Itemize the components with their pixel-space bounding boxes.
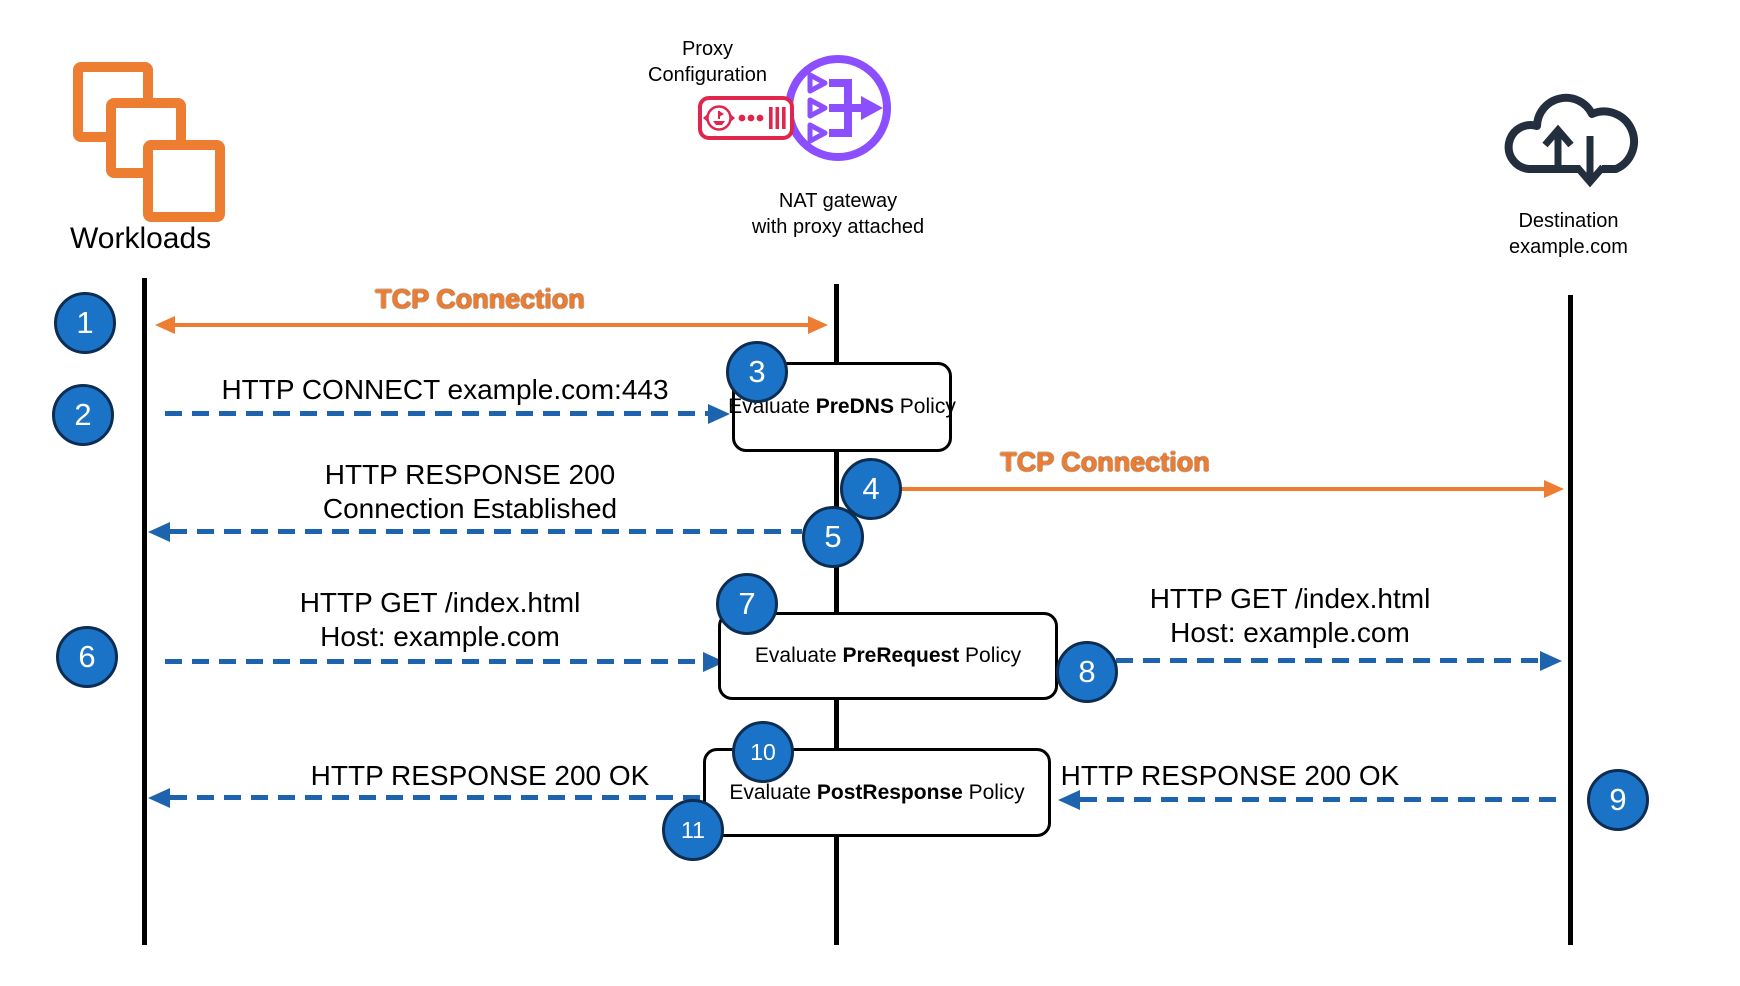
tcp-connection-left-arrow: [172, 323, 810, 327]
workloads-square-front: [143, 140, 225, 222]
http-response-established-line2: Connection Established: [322, 493, 618, 524]
step-6-badge: 6: [56, 626, 118, 688]
proxy-configuration-label: Proxy Configuration: [600, 36, 815, 88]
http-get-right-line1: HTTP GET /index.html: [1149, 583, 1431, 614]
tcp-left-arrowhead-right: [808, 316, 828, 334]
postresponse-policy-text: Evaluate PostResponse Policy: [729, 780, 1025, 804]
destination-label: Destination example.com: [1466, 208, 1671, 260]
tcp-connection-right-label: TCP Connection: [1000, 447, 1210, 477]
tcp-right-arrowhead-right: [1544, 480, 1564, 498]
nat-gateway-label: NAT gateway with proxy attached: [688, 188, 988, 240]
tcp-left-arrowhead-left: [155, 316, 175, 334]
step-4-badge: 4: [840, 458, 902, 520]
tcp-connection-left-label: TCP Connection: [375, 284, 585, 314]
prerequest-policy-box: Evaluate PreRequest Policy: [718, 612, 1058, 700]
http-get-right-line2: Host: example.com: [1170, 617, 1410, 648]
destination-label-line1: Destination: [1518, 210, 1619, 232]
nat-label-line1: NAT gateway: [778, 190, 898, 212]
step-10-badge: 10: [732, 721, 794, 783]
destination-cloud-icon: [1504, 93, 1638, 188]
http-get-right-arrow: [1062, 658, 1542, 663]
destination-lifeline: [1568, 295, 1573, 945]
http-get-left-arrow: [165, 659, 705, 664]
step-2-badge: 2: [52, 384, 114, 446]
http-response-ok-right-arrowhead: [1058, 790, 1080, 810]
http-connect-arrowhead: [708, 404, 730, 424]
step-5-badge: 5: [802, 506, 864, 568]
tcp-connection-right-arrow: [865, 487, 1547, 491]
nat-label-line2: with proxy attached: [751, 216, 925, 238]
step-1-badge: 1: [54, 292, 116, 354]
step-8-badge: 8: [1056, 641, 1118, 703]
http-get-right-arrowhead: [1540, 651, 1562, 671]
http-response-ok-left-arrow: [170, 795, 703, 800]
proxy-configuration-icon: [698, 96, 794, 140]
http-get-left-line1: HTTP GET /index.html: [299, 587, 581, 618]
proxy-label-line2: Configuration: [648, 64, 767, 86]
http-response-established-arrow: [170, 529, 802, 534]
step-9-badge: 9: [1587, 769, 1649, 831]
http-response-ok-left-arrowhead: [148, 788, 170, 808]
http-response-established-line1: HTTP RESPONSE 200: [324, 459, 616, 490]
http-get-left-line2: Host: example.com: [320, 621, 560, 652]
step-7-badge: 7: [716, 573, 778, 635]
http-response-ok-left-label: HTTP RESPONSE 200 OK: [310, 760, 650, 791]
http-connect-arrow: [165, 411, 710, 416]
proxy-label-line1: Proxy: [681, 38, 734, 60]
workloads-label: Workloads: [70, 222, 212, 255]
http-connect-label: HTTP CONNECT example.com:443: [221, 374, 669, 405]
nat-gateway-icon: [785, 55, 891, 161]
prerequest-policy-text: Evaluate PreRequest Policy: [754, 644, 1022, 667]
workloads-icon: [73, 62, 235, 232]
destination-label-line2: example.com: [1509, 236, 1628, 258]
step-3-badge: 3: [726, 341, 788, 403]
workloads-lifeline: [142, 278, 147, 945]
http-response-ok-right-label: HTTP RESPONSE 200 OK: [1060, 760, 1400, 791]
http-response-ok-right-arrow: [1080, 797, 1566, 802]
http-response-established-arrowhead: [148, 522, 170, 542]
step-11-badge: 11: [662, 799, 724, 861]
